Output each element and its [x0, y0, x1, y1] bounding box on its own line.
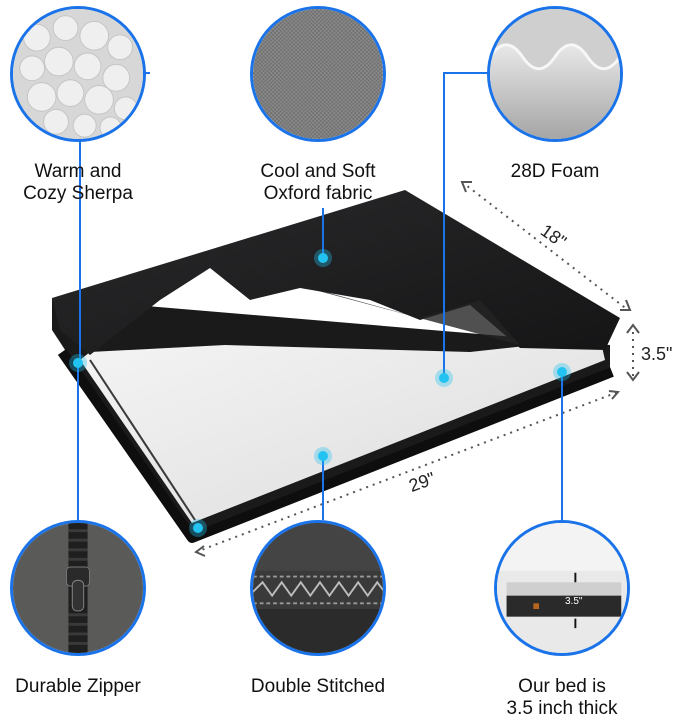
sherpa-label: Warm and Cozy Sherpa	[23, 161, 133, 204]
callout-dots	[69, 249, 571, 537]
thickness-label: Our bed is 3.5 inch thick	[506, 676, 618, 719]
bed-cover	[52, 190, 620, 355]
sherpa-texture-image	[10, 6, 146, 142]
zipper-image	[10, 520, 146, 656]
double-stitched-label: Double Stitched	[250, 676, 386, 697]
foam-block	[80, 338, 605, 523]
foam-label: 28D Foam	[510, 161, 600, 182]
double-stitched-image	[250, 520, 386, 656]
thickness-inset-label: 3.5"	[565, 596, 583, 607]
height-dimension-label: 3.5"	[641, 344, 673, 364]
callout-foam	[443, 72, 490, 378]
oxford-fabric-image	[250, 6, 386, 142]
oxford-label: Cool and Soft Oxford fabric	[260, 161, 376, 204]
zipper-label: Durable Zipper	[15, 676, 141, 697]
thickness-image	[494, 520, 630, 656]
foam-texture-image	[487, 6, 623, 142]
length-dimension-line	[195, 391, 619, 553]
